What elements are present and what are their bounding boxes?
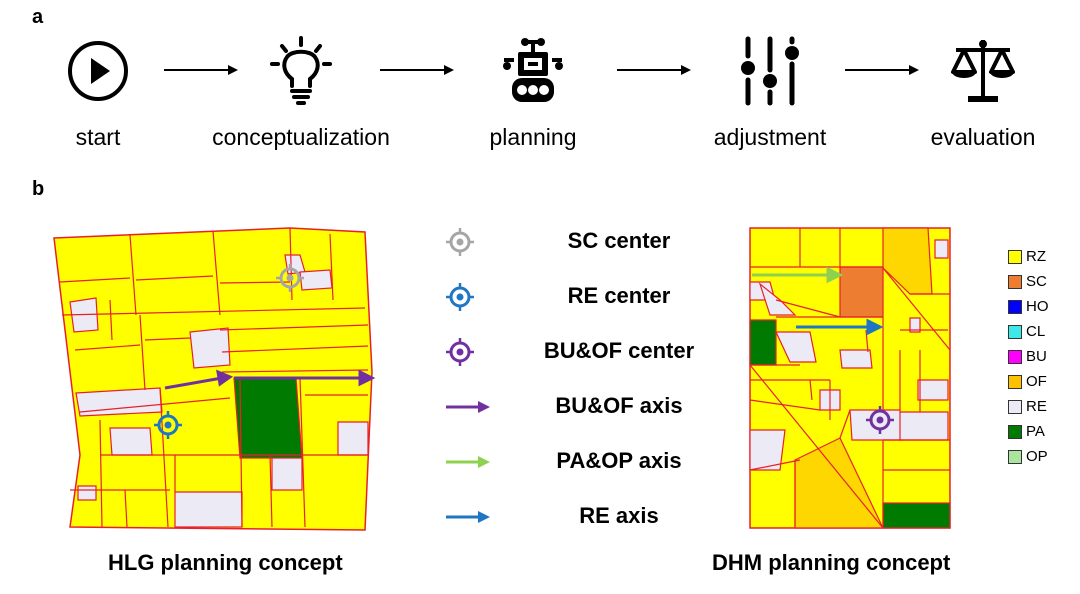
step-label-conceptualization: conceptualization bbox=[212, 124, 390, 150]
land-use-code-pa: PA bbox=[1026, 423, 1045, 440]
dhm-re-parcels bbox=[749, 239, 949, 471]
hlg-map-title: HLG planning concept bbox=[108, 550, 343, 575]
legend-label-re-center: RE center bbox=[567, 283, 671, 308]
land-use-code-rz: RZ bbox=[1026, 248, 1046, 265]
dhm-planning-map bbox=[749, 227, 951, 529]
flow-arrow-3 bbox=[617, 65, 691, 75]
land-use-code-bu: BU bbox=[1026, 348, 1047, 365]
land-use-swatch-of bbox=[1008, 375, 1022, 389]
flow-arrow-2 bbox=[380, 65, 454, 75]
hlg-sc-center-marker bbox=[276, 264, 304, 292]
land-use-swatch-op bbox=[1008, 450, 1022, 464]
buof-center-target-icon bbox=[446, 338, 474, 366]
paop-axis-arrow-icon bbox=[446, 456, 490, 468]
sc-center-target-icon bbox=[446, 228, 474, 256]
step-label-planning: planning bbox=[489, 124, 577, 150]
dhm-map-title: DHM planning concept bbox=[712, 550, 951, 575]
sliders-icon bbox=[741, 36, 799, 106]
land-use-code-sc: SC bbox=[1026, 273, 1047, 290]
step-start: start bbox=[0, 36, 208, 151]
dhm-buof-center-marker bbox=[866, 406, 894, 434]
lightbulb-icon bbox=[270, 36, 332, 105]
re-center-target-icon bbox=[446, 283, 474, 311]
dhm-pa-parcel-bottom bbox=[882, 502, 951, 529]
play-circle-icon bbox=[68, 41, 128, 101]
scales-icon bbox=[951, 40, 1015, 102]
hlg-parcel-boundaries bbox=[59, 227, 369, 528]
land-use-swatch-ho bbox=[1008, 300, 1022, 314]
legend-row-buof-axis: BU&OF axis bbox=[430, 387, 730, 427]
panel-label-a: a bbox=[32, 6, 44, 28]
buof-axis-arrow-icon bbox=[446, 401, 490, 413]
step-conceptualization: conceptualization bbox=[191, 36, 411, 151]
land-use-swatch-rz bbox=[1008, 250, 1022, 264]
hlg-pa-parcel bbox=[233, 377, 303, 459]
step-planning: planning bbox=[423, 36, 643, 151]
legend-row-re-axis: RE axis bbox=[430, 497, 730, 537]
legend-label-re-axis: RE axis bbox=[579, 503, 659, 528]
dhm-parcel-boundaries bbox=[749, 228, 951, 529]
land-use-swatch-sc bbox=[1008, 275, 1022, 289]
dhm-paop-axis-arrow bbox=[752, 266, 844, 284]
legend-label-paop-axis: PA&OP axis bbox=[556, 448, 682, 473]
land-use-code-of: OF bbox=[1026, 373, 1047, 390]
flow-arrow-1 bbox=[164, 65, 238, 75]
legend-row-sc-center: SC center bbox=[430, 222, 730, 262]
legend-label-buof-axis: BU&OF axis bbox=[555, 393, 683, 418]
step-label-start: start bbox=[75, 124, 121, 150]
hlg-re-center-marker bbox=[154, 411, 182, 439]
hlg-buof-axis-arrows bbox=[164, 369, 376, 390]
legend-row-paop-axis: PA&OP axis bbox=[430, 442, 730, 482]
dhm-pa-parcel-left bbox=[749, 319, 777, 366]
flow-arrow-4 bbox=[845, 65, 919, 75]
land-use-swatch-re bbox=[1008, 400, 1022, 414]
land-use-code-re: RE bbox=[1026, 398, 1047, 415]
hlg-planning-map bbox=[53, 227, 376, 531]
legend-row-buof-center: BU&OF center bbox=[430, 332, 730, 372]
re-axis-arrow-icon bbox=[446, 511, 490, 523]
dhm-sc-parcel bbox=[839, 266, 884, 318]
land-use-swatch-pa bbox=[1008, 425, 1022, 439]
step-label-evaluation: evaluation bbox=[930, 124, 1036, 150]
step-adjustment: adjustment bbox=[660, 36, 880, 151]
hlg-re-parcels bbox=[69, 254, 369, 528]
legend-label-buof-center: BU&OF center bbox=[543, 338, 695, 363]
robot-icon bbox=[503, 38, 563, 102]
step-evaluation: evaluation bbox=[873, 36, 1080, 151]
land-use-code-ho: HO bbox=[1026, 298, 1049, 315]
panel-label-b: b bbox=[32, 178, 45, 200]
step-label-adjustment: adjustment bbox=[713, 124, 827, 150]
dhm-re-axis-arrow bbox=[796, 318, 884, 336]
land-use-swatch-bu bbox=[1008, 350, 1022, 364]
legend-row-re-center: RE center bbox=[430, 277, 730, 317]
land-use-code-op: OP bbox=[1026, 448, 1048, 465]
land-use-code-cl: CL bbox=[1026, 323, 1046, 340]
land-use-swatch-cl bbox=[1008, 325, 1022, 339]
legend-label-sc-center: SC center bbox=[567, 228, 671, 253]
